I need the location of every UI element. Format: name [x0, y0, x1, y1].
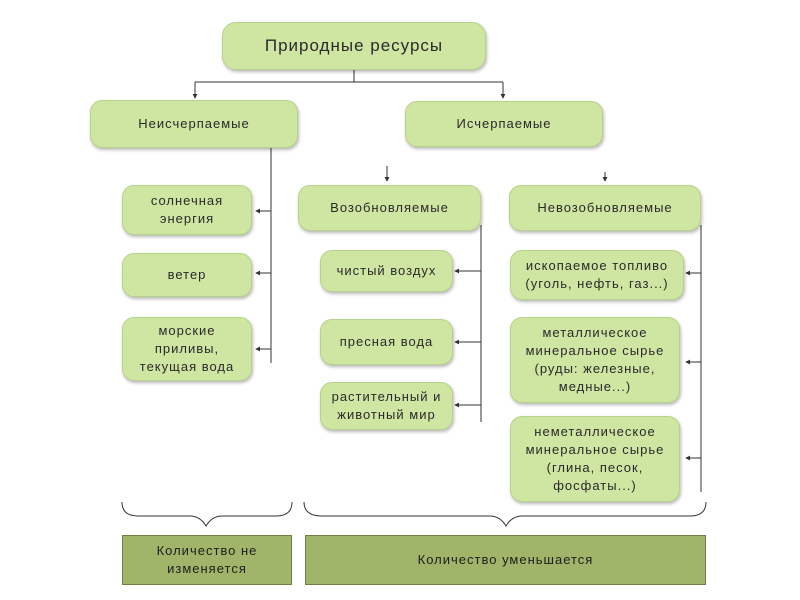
item-tides-currents: морские приливы, текущая вода	[122, 317, 252, 381]
renewable-node: Возобновляемые	[298, 185, 481, 231]
exhaustible-node: Исчерпаемые	[405, 101, 603, 147]
renewable-label: Возобновляемые	[330, 200, 449, 215]
footer-decreasing: Количество уменьшается	[305, 535, 706, 585]
item-flora-fauna: растительный и животный мир	[320, 382, 453, 430]
brace-exhaustible	[303, 501, 707, 527]
item-metallic-minerals: металлическое минеральное сырье (руды: ж…	[510, 317, 680, 403]
nonrenewable-node: Невозобновляемые	[509, 185, 701, 231]
nonrenewable-label: Невозобновляемые	[537, 200, 673, 215]
item-fossil-fuel: ископаемое топливо (уголь, нефть, газ...…	[510, 250, 684, 300]
root-node: Природные ресурсы	[222, 22, 486, 70]
item-nonmetallic-minerals: неметаллическое минеральное сырье (глина…	[510, 416, 680, 502]
footer-unchanged: Количество не изменяется	[122, 535, 292, 585]
inexhaustible-node: Неисчерпаемые	[90, 100, 298, 148]
brace-inexhaustible	[121, 501, 293, 527]
item-fresh-water: пресная вода	[320, 319, 453, 365]
exhaustible-label: Исчерпаемые	[456, 116, 552, 131]
item-wind: ветер	[122, 253, 252, 297]
inexhaustible-label: Неисчерпаемые	[138, 116, 250, 131]
root-label: Природные ресурсы	[264, 36, 444, 55]
item-solar-energy: солнечная энергия	[122, 185, 252, 235]
item-clean-air: чистый воздух	[320, 250, 453, 292]
